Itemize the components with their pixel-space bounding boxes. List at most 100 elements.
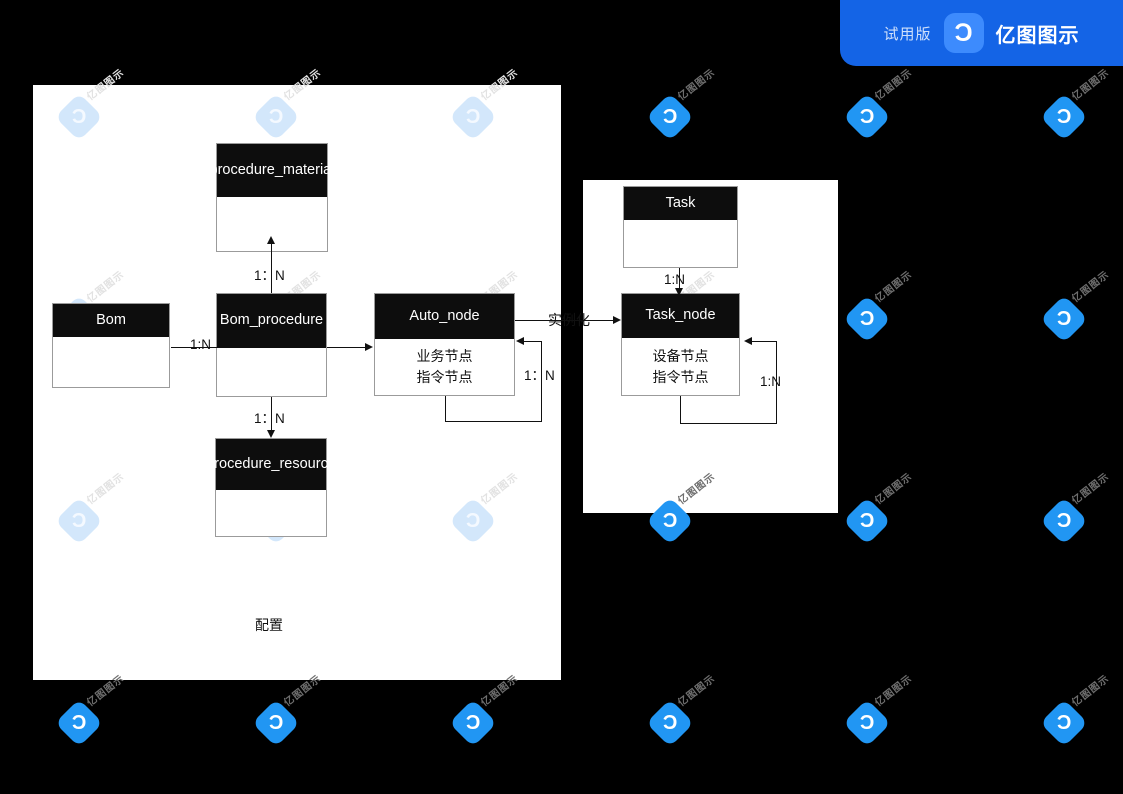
watermark-logo-icon: Ɔ (645, 92, 695, 142)
connector-tasknode-self-bottom (680, 423, 777, 424)
arrowhead-tasknode-self (744, 337, 752, 345)
watermark-logo-glyph: Ɔ (1056, 711, 1072, 734)
entity-body-bom (53, 337, 169, 387)
arrowhead-tasknode (613, 316, 621, 324)
arrowhead-resource (267, 430, 275, 438)
watermark-logo-glyph: Ɔ (1056, 307, 1072, 330)
connector-tasknode-self-down (680, 396, 681, 424)
entity-body-auto-node: 业务节点 指令节点 (375, 339, 514, 395)
entity-bom[interactable]: Bom (52, 303, 170, 388)
watermark-logo-glyph: Ɔ (859, 307, 875, 330)
watermark-text: 亿图图示 (676, 67, 718, 103)
watermark-logo-icon: Ɔ (842, 496, 892, 546)
entity-body-line: 指令节点 (416, 369, 473, 385)
watermark-logo-glyph: Ɔ (662, 105, 678, 128)
entity-body-task-node: 设备节点 指令节点 (622, 338, 739, 395)
watermark-logo-glyph: Ɔ (268, 711, 284, 734)
watermark-logo-glyph: Ɔ (71, 711, 87, 734)
relation-label-instantiate: 实例化 (548, 312, 590, 328)
connector-bom-bomprocedure (171, 347, 217, 348)
relation-label-bomprocedure-material: 1：N (254, 268, 285, 283)
watermark-text: 亿图图示 (873, 673, 915, 709)
entity-title-auto-node: Auto_node (375, 294, 514, 339)
arrowhead-task-tasknode (675, 288, 683, 296)
entity-procedure-material[interactable]: procedure_material (210, 143, 334, 252)
relation-label-tasknode-self: 1:N (760, 374, 782, 389)
watermark-text: 亿图图示 (1070, 471, 1112, 507)
connector-bomprocedure-material (271, 243, 272, 293)
entity-title-task: Task (624, 187, 737, 220)
entity-title-procedure-resource: procedure_resource (206, 439, 336, 490)
logo-glyph: Ɔ (954, 18, 973, 47)
edraw-logo-icon: Ɔ (943, 13, 984, 53)
watermark-logo-glyph: Ɔ (662, 711, 678, 734)
entity-procedure-resource[interactable]: procedure_resource (206, 438, 336, 537)
watermark-logo-icon: Ɔ (251, 698, 301, 748)
watermark-logo-icon: Ɔ (842, 294, 892, 344)
entity-bom-procedure[interactable]: Bom_procedure (216, 293, 327, 397)
watermark-logo-glyph: Ɔ (662, 509, 678, 532)
watermark-logo-icon: Ɔ (448, 698, 498, 748)
connector-tasknode-self-up (776, 341, 777, 424)
watermark-logo-icon: Ɔ (842, 92, 892, 142)
arrowhead-autonode-self (516, 337, 524, 345)
arrowhead-autonode (365, 343, 373, 351)
watermark-logo-glyph: Ɔ (465, 711, 481, 734)
entity-title-task-node: Task_node (622, 294, 739, 338)
watermark-text: 亿图图示 (676, 673, 718, 709)
watermark-text: 亿图图示 (1070, 67, 1112, 103)
entity-body-procedure-resource (216, 490, 326, 536)
connector-autonode-self-down (445, 396, 446, 422)
watermark-logo-icon: Ɔ (645, 698, 695, 748)
connector-bomprocedure-autonode (327, 347, 367, 348)
watermark-logo-glyph: Ɔ (1056, 105, 1072, 128)
entity-body-bom-procedure (217, 348, 326, 396)
entity-title-bom: Bom (53, 304, 169, 337)
watermark-text: 亿图图示 (873, 67, 915, 103)
connector-tasknode-self-in (752, 341, 777, 342)
watermark-logo-icon: Ɔ (1039, 294, 1089, 344)
trial-label: 试用版 (883, 25, 932, 43)
watermark-text: 亿图图示 (873, 269, 915, 305)
entity-body-line: 业务节点 (416, 348, 473, 364)
entity-title-bom-procedure: Bom_procedure (217, 294, 326, 348)
relation-label-bom-bomprocedure: 1:N (190, 337, 212, 352)
watermark-text: 亿图图示 (1070, 673, 1112, 709)
connector-bomprocedure-resource (271, 397, 272, 432)
entity-body-line: 指令节点 (652, 368, 709, 385)
connector-autonode-self-up (541, 341, 542, 422)
arrowhead-material (267, 236, 275, 244)
connector-autonode-tasknode (515, 320, 615, 321)
trial-badge: 试用版 Ɔ 亿图图示 (840, 0, 1123, 66)
entity-auto-node[interactable]: Auto_node 业务节点 指令节点 (374, 293, 515, 396)
entity-task[interactable]: Task (623, 186, 738, 268)
entity-task-node[interactable]: Task_node 设备节点 指令节点 (621, 293, 740, 396)
watermark-logo-glyph: Ɔ (1056, 509, 1072, 532)
entity-title-procedure-material: procedure_material (210, 144, 334, 197)
entity-body-task (624, 220, 737, 267)
watermark-logo-icon: Ɔ (1039, 496, 1089, 546)
connector-autonode-self-in (524, 341, 542, 342)
watermark-logo-glyph: Ɔ (859, 105, 875, 128)
entity-body-line: 设备节点 (652, 347, 709, 364)
relation-label-bomprocedure-resource: 1：N (254, 411, 285, 426)
panel-note-configuration: 配置 (255, 617, 283, 633)
watermark-logo-icon: Ɔ (54, 698, 104, 748)
relation-label-autonode-self: 1：N (524, 368, 555, 383)
watermark-logo-glyph: Ɔ (859, 711, 875, 734)
watermark-logo-icon: Ɔ (1039, 698, 1089, 748)
